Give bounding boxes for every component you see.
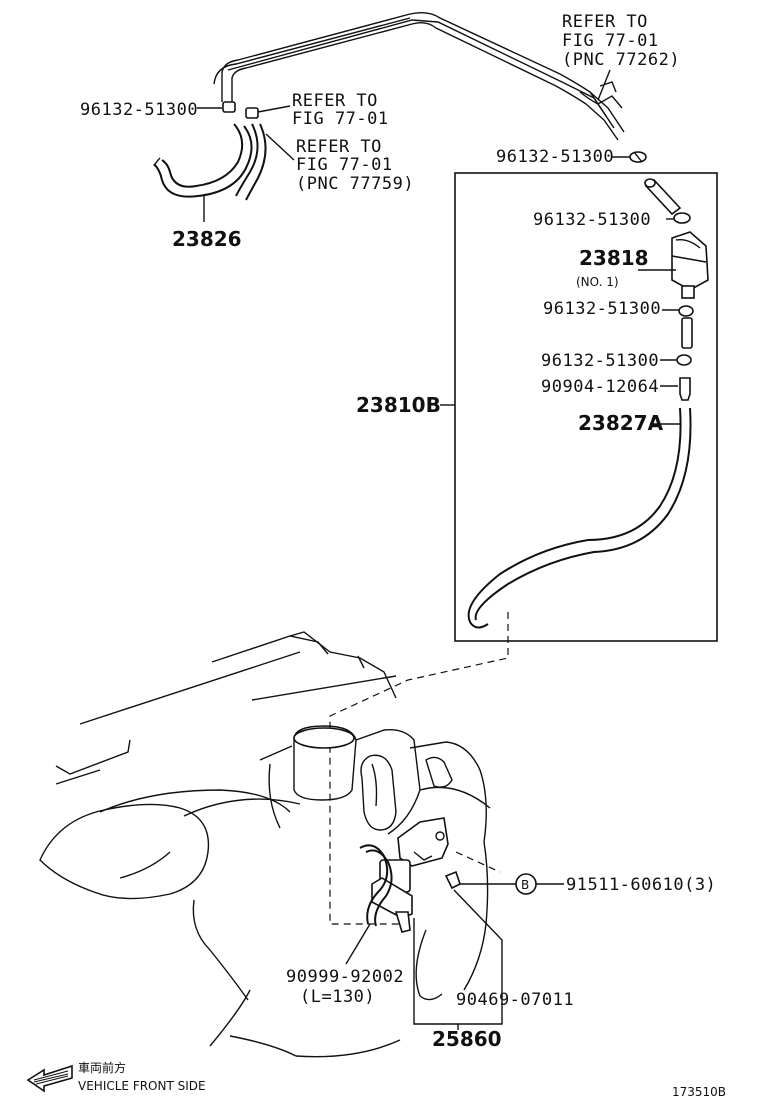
clamp-label: 90469-07011 bbox=[456, 990, 574, 1010]
hose-23826-label: 23826 bbox=[172, 227, 242, 251]
left-refer-1: REFER TO bbox=[292, 91, 378, 111]
vacuum-pipe-harness bbox=[213, 11, 625, 141]
figure-id: 173510B bbox=[672, 1085, 726, 1099]
hose-small-label: 90999-92002 bbox=[286, 967, 404, 987]
engine-illustration bbox=[39, 631, 491, 1058]
refer-text-2: FIG 77-01 bbox=[562, 31, 659, 51]
assembly-23810b: 23810B 96132-51300 23818 (NO. 1) 96132-5… bbox=[356, 172, 718, 642]
clip-top-right-label: 96132-51300 bbox=[496, 147, 614, 167]
valve-sub-label: (NO. 1) bbox=[576, 275, 619, 289]
left-hose-group: 96132-51300 REFER TO FIG 77-01 REFER TO … bbox=[80, 91, 414, 251]
assembly-label: 23810B bbox=[356, 393, 441, 417]
bolt-marker-letter: B bbox=[521, 878, 529, 892]
mid-refer-2: FIG 77-01 bbox=[296, 155, 393, 175]
refer-text-3: (PNC 77262) bbox=[562, 50, 680, 70]
clamp-callout: 90469-07011 bbox=[453, 889, 574, 1010]
vsv-valve bbox=[671, 231, 709, 299]
clip-4-label: 96132-51300 bbox=[541, 351, 659, 371]
connector-label: 90904-12064 bbox=[541, 377, 659, 397]
valve-label: 23818 bbox=[579, 246, 649, 270]
hose-23827a-label: 23827A bbox=[578, 411, 664, 435]
clip-2-label: 96132-51300 bbox=[533, 210, 651, 230]
bolt-callout: B 91511-60610(3) bbox=[460, 873, 716, 895]
clip-3-label: 96132-51300 bbox=[543, 299, 661, 319]
front-label-en: VEHICLE FRONT SIDE bbox=[78, 1079, 206, 1093]
short-tube bbox=[644, 178, 682, 216]
hose-small-callout: 90999-92002 (L=130) bbox=[286, 923, 404, 1007]
clip-top-right: 96132-51300 bbox=[496, 147, 647, 167]
front-label-jp: 車両前方 bbox=[78, 1060, 126, 1075]
refer-text-1: REFER TO bbox=[562, 12, 648, 32]
bracket-label: 25860 bbox=[432, 1027, 502, 1051]
refer-fig-77262: REFER TO FIG 77-01 (PNC 77262) bbox=[562, 12, 680, 101]
dashed-leader-bolt bbox=[455, 851, 501, 873]
mid-refer-3: (PNC 77759) bbox=[296, 174, 414, 194]
bolt bbox=[444, 870, 461, 890]
clip-top-left-label: 96132-51300 bbox=[80, 100, 198, 120]
dashed-leader-main bbox=[329, 612, 509, 925]
small-hose bbox=[359, 844, 389, 925]
left-refer-2: FIG 77-01 bbox=[292, 109, 389, 129]
vehicle-front-indicator: 車両前方 VEHICLE FRONT SIDE bbox=[26, 1060, 206, 1093]
bracket-callout: 25860 bbox=[413, 918, 503, 1051]
mid-refer-1: REFER TO bbox=[296, 137, 382, 157]
bolt-label: 91511-60610(3) bbox=[566, 875, 716, 895]
bracket-25860 bbox=[371, 817, 449, 933]
hose-small-length: (L=130) bbox=[300, 987, 375, 1007]
